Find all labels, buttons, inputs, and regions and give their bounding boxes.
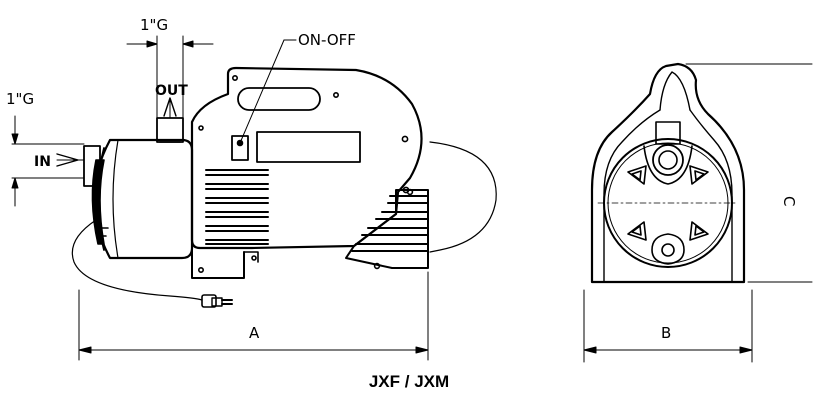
on-off-switch — [231, 135, 249, 161]
outlet-pipe — [156, 117, 184, 143]
rear-fins — [345, 188, 429, 270]
outlet-label: OUT — [155, 83, 188, 99]
power-cable-plug — [71, 219, 233, 308]
dimension-c-label: C — [780, 196, 798, 206]
side-view-pump — [71, 66, 497, 308]
casing-bosses — [627, 165, 709, 241]
power-cable-rear — [429, 141, 497, 253]
motor-housing — [190, 66, 423, 250]
pump-base — [191, 247, 259, 279]
cooling-vents — [205, 169, 269, 245]
pump-casing — [83, 138, 194, 260]
dimension-a-label: A — [249, 324, 260, 342]
outlet-port — [643, 144, 693, 185]
on-off-label: ON-OFF — [298, 31, 356, 49]
dimension-lines-front — [583, 63, 813, 363]
dimension-lines-side — [11, 35, 429, 361]
inlet-label: IN — [34, 154, 51, 170]
drain-plug — [651, 233, 685, 265]
outlet-thread-label: 1"G — [140, 16, 168, 34]
front-view-pump — [590, 62, 746, 284]
model-caption: JXF / JXM — [368, 372, 450, 391]
dimension-b-label: B — [661, 324, 671, 342]
inlet-thread-label: 1"G — [6, 90, 34, 108]
